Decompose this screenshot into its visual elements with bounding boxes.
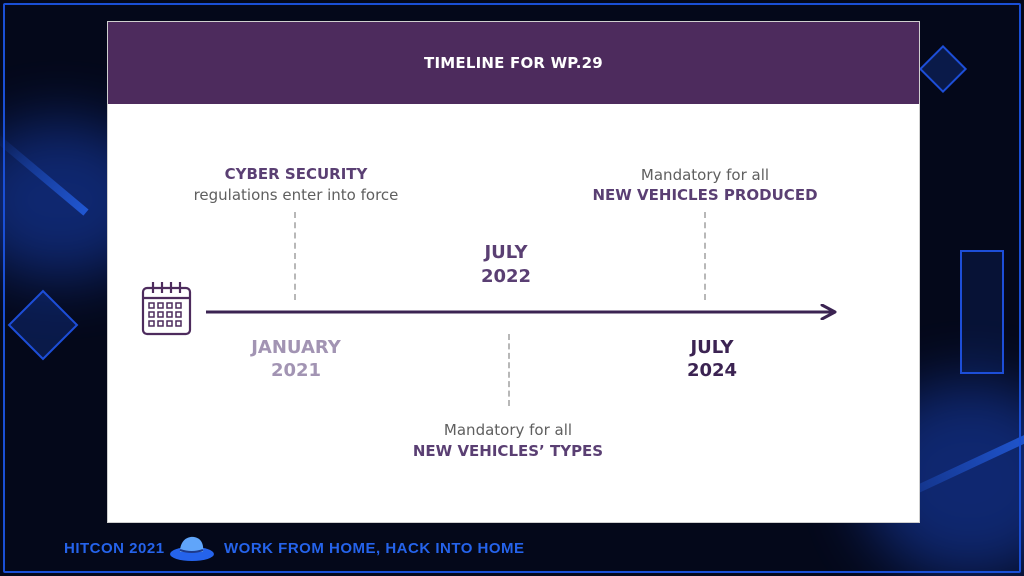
- milestone-2021-date-line1: JANUARY: [251, 337, 341, 358]
- milestone-2021-subtext: regulations enter into force: [193, 186, 399, 204]
- milestone-2024-connector: [704, 212, 706, 300]
- calendar-icon: [141, 280, 193, 336]
- milestone-2021-heading: CYBER SECURITY: [224, 165, 368, 183]
- slide-title: TIMELINE FOR WP.29: [424, 54, 603, 72]
- milestone-2022-date-line2: 2022: [480, 266, 532, 287]
- milestone-2022-note-line2: NEW VEHICLES’ TYPES: [412, 442, 604, 460]
- milestone-2022-date-line1: JULY: [484, 242, 528, 263]
- footer-right-text: WORK FROM HOME, HACK INTO HOME: [224, 540, 525, 557]
- milestone-2022-connector: [508, 334, 510, 406]
- milestone-2024-date-line1: JULY: [690, 337, 734, 358]
- milestone-2021-date-line2: 2021: [270, 360, 322, 381]
- background-cube: [960, 250, 1004, 374]
- timeline-arrow: [206, 303, 842, 321]
- milestone-2022-note-line1: Mandatory for all: [443, 421, 573, 439]
- milestone-2024-note-line1: Mandatory for all: [640, 166, 770, 184]
- slide-header: TIMELINE FOR WP.29: [108, 22, 919, 104]
- milestone-2021-connector: [294, 212, 296, 300]
- milestone-2024-note-line2: NEW VEHICLES PRODUCED: [592, 186, 818, 204]
- screen-frame: [3, 3, 1021, 573]
- milestone-2024-date-line2: 2024: [686, 360, 738, 381]
- hat-icon: [168, 534, 216, 564]
- footer-left-text: HITCON 2021: [64, 540, 165, 557]
- slide: TIMELINE FOR WP.29 CYBER SECURITY regula…: [107, 21, 920, 523]
